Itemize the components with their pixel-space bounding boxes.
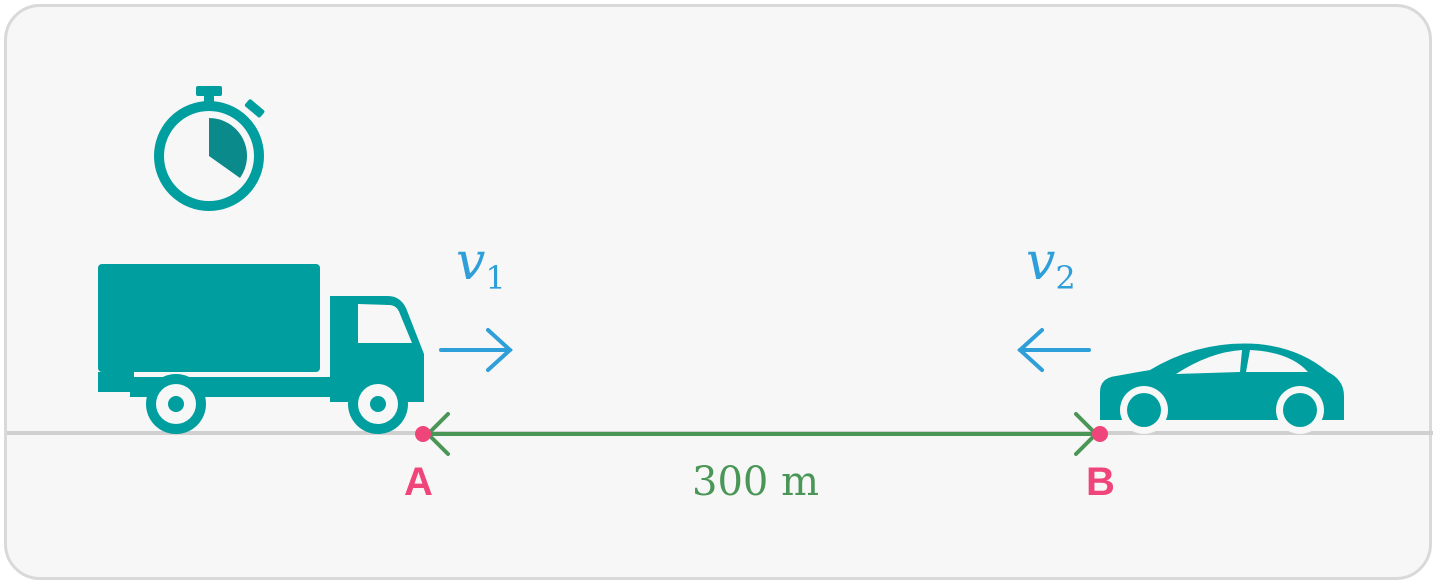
v2-symbol: v — [1026, 232, 1056, 292]
point-a-label: A — [404, 460, 433, 504]
point-b — [1092, 426, 1108, 442]
stopwatch-icon — [154, 86, 265, 211]
distance-arrow — [424, 412, 1100, 456]
point-b-label: B — [1086, 460, 1115, 504]
v2-subscript: 2 — [1055, 259, 1076, 297]
distance-label: 300 m — [692, 459, 819, 505]
v1-arrow — [439, 328, 513, 372]
point-a — [415, 426, 431, 442]
truck-icon — [98, 264, 424, 434]
v2-label: v2 — [1026, 236, 1076, 304]
car-icon — [1100, 343, 1344, 434]
v1-symbol: v — [456, 232, 486, 292]
v1-subscript: 1 — [485, 259, 506, 297]
v2-arrow — [1017, 328, 1091, 372]
v1-label: v1 — [456, 236, 506, 304]
